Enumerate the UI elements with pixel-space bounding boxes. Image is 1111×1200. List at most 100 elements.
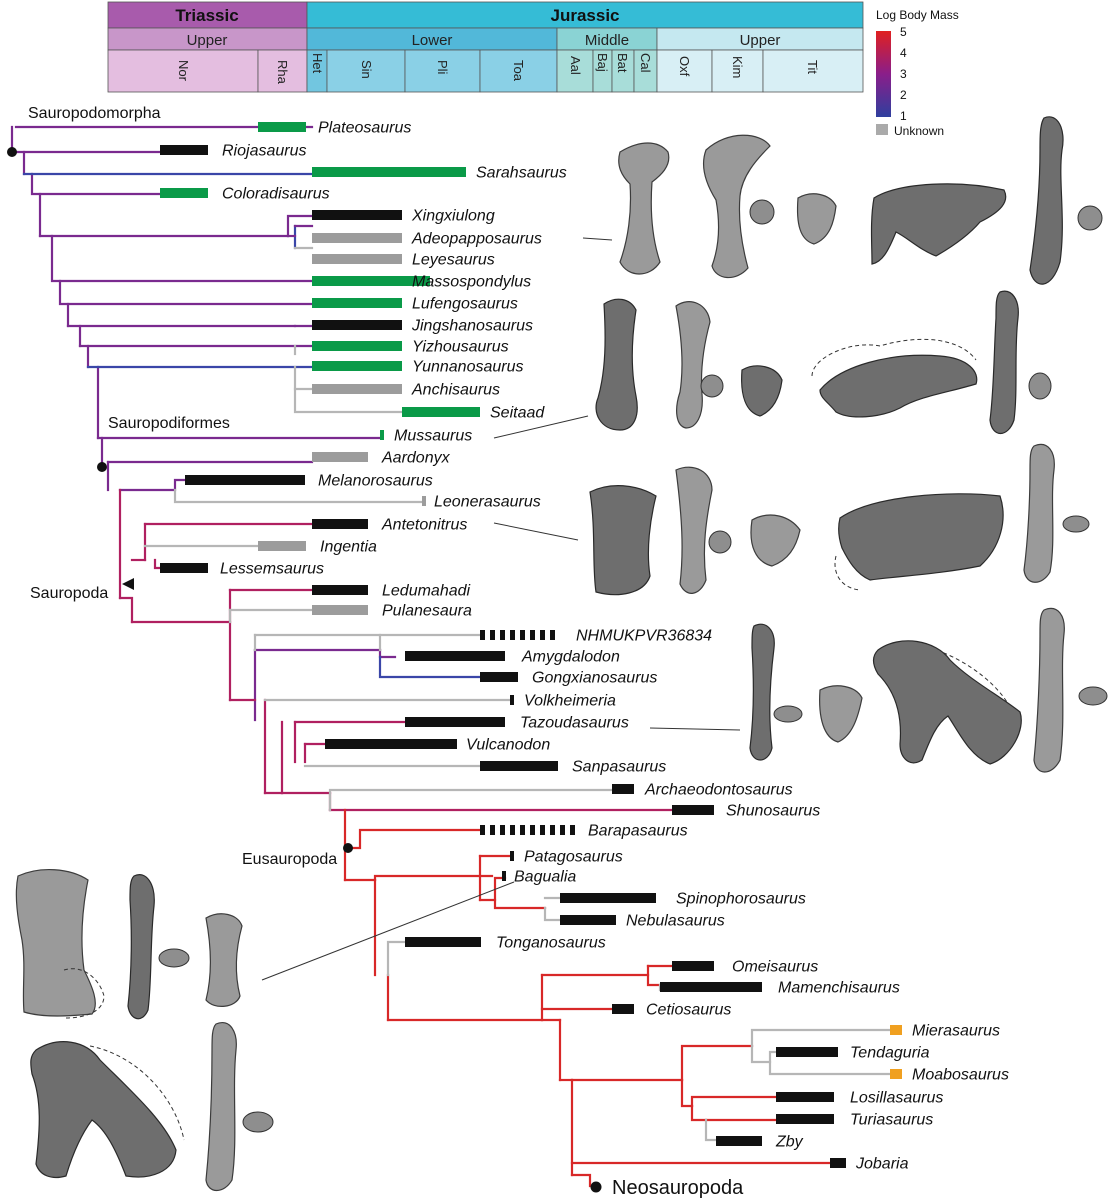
taxon-label-shunosaurus: Shunosaurus	[726, 803, 820, 820]
sauropodiformes-node	[97, 462, 107, 472]
stage-pli-label: Pli	[435, 60, 450, 75]
range-bar-segment	[570, 825, 575, 835]
taxon-label-yunnanosaurus: Yunnanosaurus	[412, 359, 524, 376]
range-bar-melanorosaurus	[185, 475, 305, 485]
stage-rha-label: Rha	[275, 60, 290, 85]
period-jurassic-cell	[306, 1, 864, 29]
taxon-label-leyesaurus: Leyesaurus	[412, 252, 495, 269]
taxon-label-nebulasaurus: Nebulasaurus	[626, 913, 725, 930]
range-bar-segment	[520, 630, 525, 640]
legend-tick-1: 1	[900, 109, 907, 123]
period-triassic-cell	[107, 1, 308, 29]
bone-cross-section	[749, 199, 775, 225]
taxon-label-gongxianosaurus: Gongxianosaurus	[532, 670, 657, 687]
taxon-label-spinophorosaurus: Spinophorosaurus	[676, 891, 806, 908]
taxon-label-mussaurus: Mussaurus	[394, 428, 472, 445]
bone-cross-section-6	[1062, 515, 1090, 533]
astragalus-bone	[796, 193, 837, 245]
range-bar-yunnanosaurus	[312, 361, 402, 371]
humerus-outline	[63, 968, 105, 1019]
stage-bat-label: Bat	[615, 53, 630, 73]
range-bar-patagosaurus	[510, 851, 514, 861]
bone-cross-section-8	[1078, 686, 1108, 706]
stage-kim-label: Kim	[730, 56, 745, 78]
taxon-label-seitaad: Seitaad	[490, 405, 545, 422]
ischium-bone-2	[30, 1041, 177, 1179]
range-bar-mierasaurus	[890, 1025, 902, 1035]
bone-cross-section-3	[700, 374, 724, 398]
range-bar-jobaria	[830, 1158, 846, 1168]
ischium-outline-2	[89, 1045, 185, 1141]
humerus-bone-4	[675, 301, 711, 429]
femur-bone-3	[1023, 443, 1055, 583]
stage-pli-cell	[404, 49, 481, 93]
clade-eusauropoda: Eusauropoda	[242, 851, 337, 868]
ilium-bone-3	[838, 493, 1004, 581]
range-bar-sanpasaurus	[480, 761, 558, 771]
range-bar-volkheimeria	[510, 695, 514, 705]
neosauropoda-node	[590, 1181, 602, 1193]
range-bar-vulcanodon	[325, 739, 457, 749]
taxon-label-barapasaurus: Barapasaurus	[588, 823, 688, 840]
range-bar-pulanesaura	[312, 605, 368, 615]
taxon-label-jobaria: Jobaria	[855, 1156, 909, 1173]
range-bar-segment	[550, 825, 555, 835]
range-bar-omeisaurus	[672, 961, 714, 971]
humerus-bone-2	[703, 134, 771, 279]
taxon-label-cetiosaurus: Cetiosaurus	[646, 1002, 731, 1019]
taxon-label-adeopapposaurus: Adeopapposaurus	[411, 231, 542, 248]
bone-cross-section-4	[1028, 372, 1052, 400]
range-bar-aardonyx	[312, 452, 368, 462]
range-bar-segment	[540, 825, 545, 835]
range-bar-riojasaurus	[160, 145, 208, 155]
ischium-bone	[872, 640, 1022, 765]
taxon-label-mamenchisaurus: Mamenchisaurus	[778, 980, 900, 997]
range-bar-jingshanosaurus	[312, 320, 402, 330]
clade-sauropodomorpha: Sauropodomorpha	[28, 105, 161, 122]
range-bar-tendaguria	[776, 1047, 838, 1057]
stage-rha-cell	[257, 49, 308, 93]
range-bar-lessemsaurus	[160, 563, 208, 573]
legend-tick-2: 2	[900, 88, 907, 102]
taxon-label-melanorosaurus: Melanorosaurus	[318, 473, 433, 490]
stage-toa-cell	[479, 49, 558, 93]
legend-tick-3: 3	[900, 67, 907, 81]
period-jurassic-label: Jurassic	[551, 6, 620, 25]
range-bar-segment	[490, 825, 495, 835]
range-bar-segment	[480, 825, 485, 835]
humerus-bone-9	[127, 874, 155, 1020]
epoch-lower-jurassic-label: Lower	[412, 32, 453, 49]
specimen-panel-antetonitrus	[589, 443, 1090, 596]
range-bar-bagualia	[502, 871, 506, 881]
range-bar-segment	[520, 825, 525, 835]
range-bar-segment	[500, 825, 505, 835]
range-bar-yizhousaurus	[312, 341, 402, 351]
sauropoda-node	[122, 578, 134, 590]
range-bar-cetiosaurus	[612, 1004, 634, 1014]
bone-cross-section-2	[1077, 205, 1103, 231]
stage-toa-label: Toa	[511, 60, 526, 82]
taxon-label-leonerasaurus: Leonerasaurus	[434, 494, 541, 511]
range-bar-massospondylus	[312, 276, 430, 286]
range-bar-zby	[716, 1136, 762, 1146]
range-bar-lufengosaurus	[312, 298, 402, 308]
taxon-label-omeisaurus: Omeisaurus	[732, 959, 818, 976]
taxon-label-yizhousaurus: Yizhousaurus	[412, 339, 509, 356]
ilium-outline	[811, 338, 977, 377]
stage-cal-label: Cal	[638, 53, 653, 73]
taxon-label-turiasaurus: Turiasaurus	[850, 1112, 933, 1129]
range-bar-mussaurus	[380, 430, 384, 440]
taxon-label-sanpasaurus: Sanpasaurus	[572, 759, 666, 776]
range-bar-segment	[480, 630, 485, 640]
radius-bone	[205, 913, 243, 1007]
range-bar-adeopapposaurus	[312, 233, 402, 243]
legend-tick-5: 5	[900, 25, 907, 39]
stage-oxf-label: Oxf	[677, 56, 692, 77]
taxon-label-coloradisaurus: Coloradisaurus	[222, 186, 330, 203]
legend-unknown-swatch	[876, 124, 888, 135]
range-bar-segment	[530, 630, 535, 640]
legend-title: Log Body Mass	[876, 8, 959, 22]
range-bar-segment	[490, 630, 495, 640]
specimen-panel-adeopapposaurus	[618, 116, 1103, 285]
